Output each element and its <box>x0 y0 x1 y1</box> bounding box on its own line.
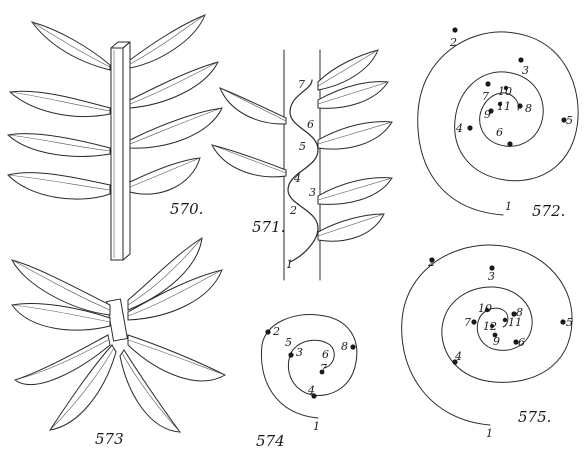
fig574-num-1: 1 <box>313 420 320 433</box>
fig572-num-10: 10 <box>498 85 512 98</box>
fig572-num-7: 7 <box>482 90 489 103</box>
fig574-num-8: 8 <box>341 340 348 353</box>
fig572-num-4: 4 <box>455 122 463 135</box>
fig572-num-5: 5 <box>566 114 573 127</box>
figure-574-label: 574 <box>256 432 285 450</box>
fig575-num-11: 11 <box>508 316 522 329</box>
fig574-num-2: 2 <box>272 325 280 338</box>
fig575-num-1: 1 <box>486 427 493 440</box>
figure-571-label: 571. <box>252 218 285 236</box>
fig574-num-7: 7 <box>320 362 327 375</box>
fig571-leaf-3: 3 <box>309 186 316 199</box>
figure-573-rosette: 573 <box>12 238 225 448</box>
fig575-num-4: 4 <box>454 350 462 363</box>
fig572-num-9: 9 <box>484 108 491 121</box>
fig575-num-5: 5 <box>566 316 573 329</box>
fig572-num-8: 8 <box>525 102 532 115</box>
fig571-leaf-6: 6 <box>307 118 314 131</box>
fig572-num-6: 6 <box>496 126 503 139</box>
figure-575-spiral: 1 2 3 4 5 6 7 8 9 10 11 12 575. <box>402 245 573 440</box>
figure-570-label: 570. <box>170 200 203 218</box>
fig575-num-2: 2 <box>427 256 435 269</box>
figure-574-spiral: 1 2 3 4 5 6 7 8 574 <box>256 314 357 450</box>
figure-575-label: 575. <box>518 408 551 426</box>
fig572-num-3: 3 <box>522 64 529 77</box>
fig571-leaf-7: 7 <box>298 78 305 91</box>
fig575-num-7: 7 <box>464 316 471 329</box>
fig575-num-6: 6 <box>518 336 525 349</box>
fig575-num-9: 9 <box>493 335 500 348</box>
fig572-num-2: 2 <box>449 36 457 49</box>
fig571-leaf-2: 2 <box>289 204 297 217</box>
fig572-num-11: 11 <box>497 100 511 113</box>
fig575-num-10: 10 <box>478 302 492 315</box>
fig572-num-1: 1 <box>505 200 512 213</box>
figure-570-shoot: 570. <box>8 15 222 260</box>
fig571-leaf-5: 5 <box>299 140 306 153</box>
figure-573-label: 573 <box>95 430 124 448</box>
figure-571-shoot: 1 2 3 4 5 6 7 571. <box>212 50 392 280</box>
fig574-num-3: 3 <box>296 346 303 359</box>
fig571-leaf-4: 4 <box>293 172 301 185</box>
fig571-leaf-1: 1 <box>286 258 293 271</box>
fig574-num-5: 5 <box>285 336 292 349</box>
figure-572-label: 572. <box>532 202 565 220</box>
fig575-num-3: 3 <box>488 270 495 283</box>
figure-572-spiral: 1 2 3 4 5 6 7 8 9 10 11 572. <box>418 27 578 220</box>
fig574-num-6: 6 <box>322 348 329 361</box>
fig574-num-4: 4 <box>307 384 315 397</box>
fig575-num-12: 12 <box>483 320 497 333</box>
